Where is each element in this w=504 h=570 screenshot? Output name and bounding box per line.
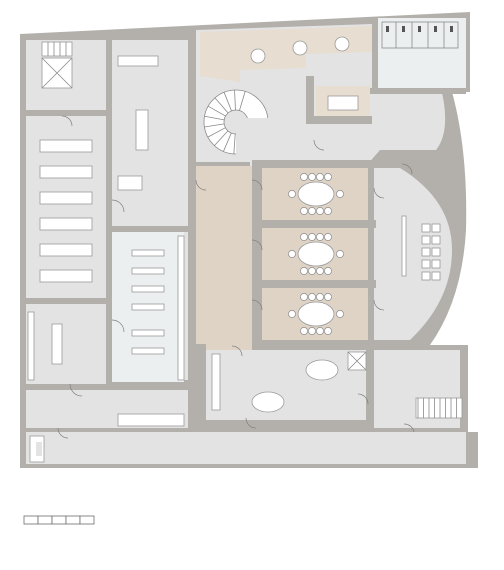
stair-step bbox=[207, 105, 226, 117]
mid-office-shelf bbox=[177, 235, 185, 381]
stair-step bbox=[239, 91, 246, 111]
scale-bar-segment bbox=[79, 515, 95, 525]
scale-bar-segment bbox=[51, 515, 67, 525]
chair bbox=[336, 250, 344, 258]
chair bbox=[421, 235, 431, 245]
chair bbox=[324, 207, 332, 215]
presentation-room-fixtures bbox=[401, 215, 441, 281]
stair-step bbox=[207, 127, 226, 138]
chair bbox=[431, 235, 441, 245]
meeting-table bbox=[297, 301, 335, 327]
chair bbox=[288, 250, 296, 258]
scale-bar-segment bbox=[37, 515, 53, 525]
meeting-table bbox=[297, 241, 335, 267]
chair bbox=[316, 207, 324, 215]
chair bbox=[316, 233, 324, 241]
chair bbox=[431, 259, 441, 269]
upper-lounge-wood bbox=[200, 26, 372, 116]
chair bbox=[308, 267, 316, 275]
meeting-tables bbox=[288, 173, 344, 335]
chair bbox=[324, 267, 332, 275]
stair-step bbox=[214, 130, 229, 146]
chair bbox=[421, 247, 431, 257]
meeting-table bbox=[297, 181, 335, 207]
corridor-fixtures bbox=[117, 55, 159, 191]
chair bbox=[431, 223, 441, 233]
chair bbox=[316, 173, 324, 181]
bottom-lounge bbox=[206, 350, 366, 420]
chair bbox=[421, 223, 431, 233]
chair bbox=[316, 293, 324, 301]
desk bbox=[131, 347, 165, 355]
spiral-stair bbox=[203, 89, 272, 158]
chair bbox=[308, 173, 316, 181]
lounge-tables bbox=[250, 36, 350, 64]
desk bbox=[39, 243, 93, 257]
curved-presentation-room bbox=[374, 168, 452, 340]
scale-bar-segment bbox=[23, 515, 39, 525]
desk bbox=[131, 329, 165, 337]
stair-step bbox=[204, 115, 225, 121]
scale-bar-segment bbox=[65, 515, 81, 525]
lower-right-stair-steps bbox=[415, 397, 463, 419]
chair bbox=[300, 293, 308, 301]
chair bbox=[300, 233, 308, 241]
chair bbox=[316, 267, 324, 275]
stair-step bbox=[234, 90, 236, 111]
chair bbox=[324, 293, 332, 301]
desk bbox=[39, 269, 93, 283]
lift-shaft bbox=[41, 57, 73, 89]
chair bbox=[421, 259, 431, 269]
desk bbox=[131, 267, 165, 275]
lower-left-office bbox=[26, 304, 106, 384]
chair bbox=[324, 173, 332, 181]
chair bbox=[308, 207, 316, 215]
chair bbox=[300, 267, 308, 275]
desk bbox=[39, 165, 93, 179]
scale-bar bbox=[23, 515, 95, 525]
chair bbox=[308, 293, 316, 301]
chair bbox=[336, 190, 344, 198]
chair bbox=[308, 327, 316, 335]
floor-areas bbox=[26, 18, 466, 464]
lower-office-fixtures bbox=[27, 311, 63, 381]
stair-step bbox=[223, 132, 232, 152]
desk bbox=[131, 303, 165, 311]
desk bbox=[39, 191, 93, 205]
chair bbox=[324, 233, 332, 241]
desk-row-mid bbox=[131, 249, 165, 355]
wood-hall bbox=[196, 166, 252, 352]
desk bbox=[131, 285, 165, 293]
stair-step bbox=[233, 133, 236, 154]
chair bbox=[316, 327, 324, 335]
chair bbox=[431, 247, 441, 257]
chair bbox=[421, 271, 431, 281]
stair-step bbox=[223, 92, 232, 112]
chair bbox=[336, 310, 344, 318]
chair bbox=[288, 190, 296, 198]
chair bbox=[308, 233, 316, 241]
desk-row-left bbox=[39, 139, 93, 283]
chair bbox=[324, 327, 332, 335]
chair bbox=[288, 310, 296, 318]
chair bbox=[300, 207, 308, 215]
bottom-corridor-fixtures bbox=[29, 413, 185, 463]
desk bbox=[39, 139, 93, 153]
internal-walls bbox=[20, 18, 466, 432]
stair-top-left bbox=[41, 41, 73, 57]
door-swings bbox=[57, 115, 415, 439]
chair bbox=[300, 327, 308, 335]
stair-step bbox=[204, 123, 225, 128]
chair bbox=[431, 271, 441, 281]
restroom-fixtures bbox=[381, 21, 459, 49]
desk bbox=[131, 249, 165, 257]
bottom-lounge-fixtures bbox=[211, 351, 367, 413]
desk bbox=[39, 217, 93, 231]
stair-step bbox=[214, 97, 229, 114]
chair bbox=[300, 173, 308, 181]
